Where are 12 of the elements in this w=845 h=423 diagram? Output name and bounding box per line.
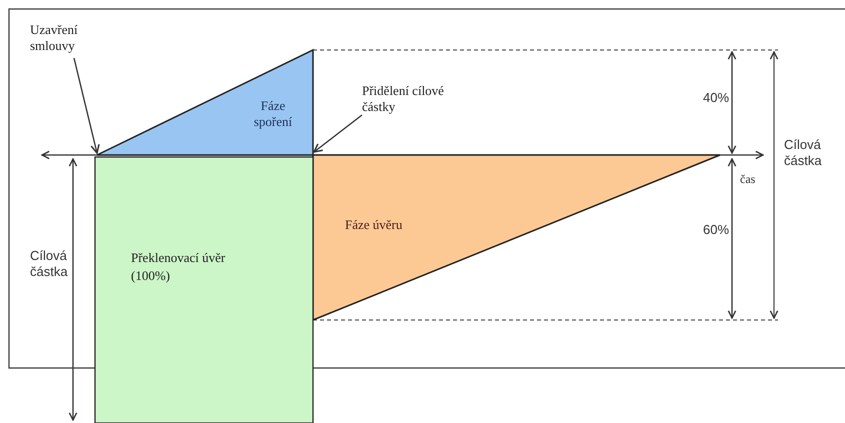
axis-label: čas <box>740 171 756 188</box>
node-text: Fáze spoření <box>252 98 294 130</box>
node-text: Překlenovací úvěr (100%) <box>131 249 226 285</box>
node-text: Uzavření smlouvy <box>30 22 79 54</box>
dimension-label: Cílová částka <box>784 137 823 169</box>
dimension-label: 60% <box>703 221 730 239</box>
dimension-label: 40% <box>703 89 730 107</box>
node-text: Fáze úvěru <box>345 217 404 233</box>
leader-arrow <box>313 114 362 153</box>
leader-arrow <box>73 58 100 154</box>
node-text: Přidělení cílové částky <box>362 83 445 115</box>
dimension-label: Cílová částka <box>30 248 69 280</box>
